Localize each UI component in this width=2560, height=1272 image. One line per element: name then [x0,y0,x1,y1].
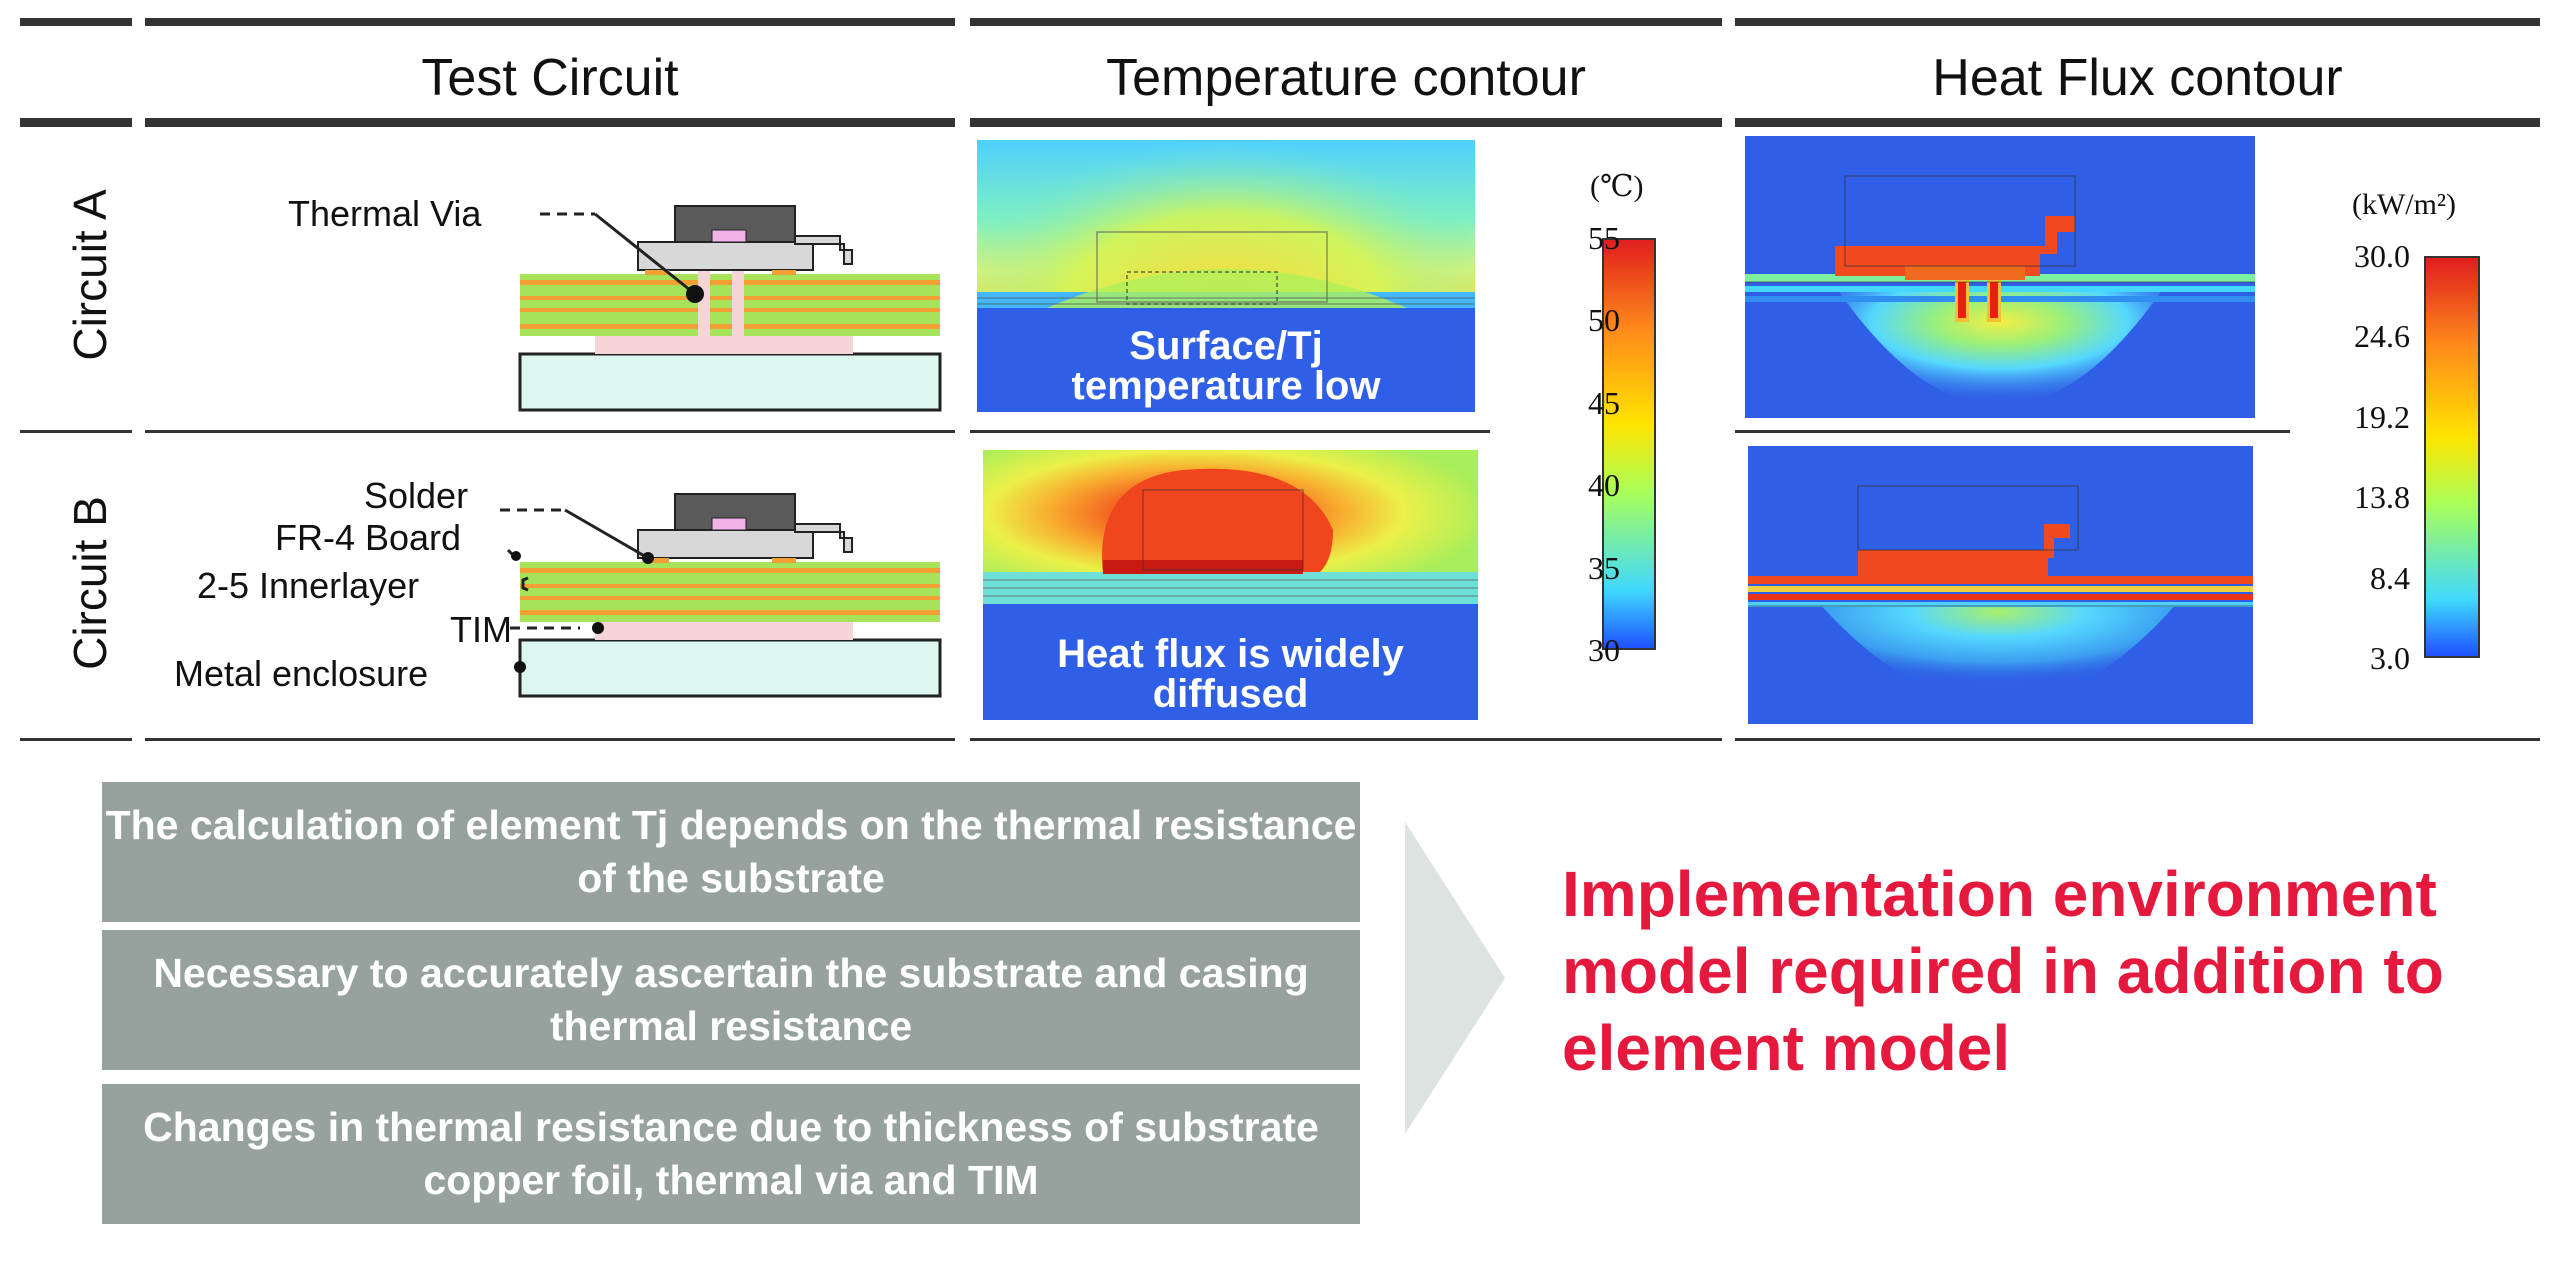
info-box-3: Changes in thermal resistance due to thi… [102,1084,1360,1224]
label-solder: Solder [364,475,469,516]
conclusion-text: Implementation environment model require… [1562,858,2444,1084]
circuit-b-tim [595,622,853,640]
circuit-b-schematic [500,493,942,698]
temp-scale-tick: 30 [1588,632,1620,668]
overlay-temp-b-line1: Heat flux is widely [1057,632,1404,676]
top-rule-2 [970,18,1722,26]
row-sep-1 [145,430,955,433]
bottom-rule-2 [970,738,1722,741]
row-sep-3 [1735,430,2290,433]
circuit-a-die [711,229,747,243]
row-sep-0 [20,430,132,433]
header-rule-1 [145,118,955,127]
temp-scale-tick: 40 [1588,467,1620,504]
circuit-a-via-2 [732,270,744,352]
circuit-b-enclosure [518,638,942,698]
flux-scale-tick: 19.2 [2354,398,2410,435]
overlay-temp-a-line2: temperature low [1071,364,1381,408]
bottom-rule-1 [145,738,955,741]
temperature-contour-b [983,450,1478,720]
bottom-rule-0 [20,738,132,741]
overlay-temp-a-line1: Surface/Tj [1129,324,1323,368]
temp-scale-tick: 45 [1588,384,1620,421]
heat-flux-contour-a [1745,136,2255,418]
info-box-2: Necessary to accurately ascertain the su… [102,930,1360,1070]
circuit-a-via-1 [698,270,710,352]
flux-scale-tick: 8.4 [2370,559,2410,596]
bottom-rule-3 [1735,738,2540,741]
flux-colorbar [2424,256,2480,658]
temp-scale-unit: (℃) [1590,170,1644,203]
label-thermal-via: Thermal Via [288,193,482,234]
header-test-circuit: Test Circuit [421,49,679,107]
top-rule-0 [20,18,132,26]
header-rule-2 [970,118,1722,127]
header-heat-flux: Heat Flux contour [1932,49,2343,107]
header-temperature: Temperature contour [1106,49,1586,107]
label-innerlayer: 2-5 Innerlayer [197,565,420,606]
flux-scale-unit: (kW/m²) [2352,188,2456,221]
flux-scale-tick: 30.0 [2354,238,2410,274]
row-sep-2 [970,430,1490,433]
top-rule-1 [145,18,955,26]
header-rule-3 [1735,118,2540,127]
temp-scale-tick: 35 [1588,549,1620,586]
heat-flux-contour-b [1748,446,2253,724]
label-metal-enclosure: Metal enclosure [174,653,429,694]
overlay-temp-b: Heat flux is widely diffused [983,634,1478,714]
temp-scale-tick: 55 [1588,220,1620,256]
row-label-circuit-b: Circuit B [64,496,116,670]
flux-scale-tick: 13.8 [2354,479,2410,516]
top-rule-3 [1735,18,2540,26]
circuit-b-die [711,517,747,531]
header-rule-0 [20,118,132,127]
temp-scale-tick: 50 [1588,302,1620,339]
temp-colorbar [1602,238,1656,650]
flux-scale-tick: 24.6 [2354,318,2410,355]
circuit-a-enclosure [518,352,942,412]
row-label-circuit-a: Circuit A [64,189,116,361]
overlay-temp-a: Surface/Tj temperature low [977,326,1475,406]
temperature-contour-a [977,140,1475,412]
circuit-a-tim [595,336,853,354]
circuit-a-schematic [518,205,942,412]
info-box-1: The calculation of element Tj depends on… [102,782,1360,922]
label-tim: TIM [450,609,512,650]
overlay-temp-b-line2: diffused [1152,672,1309,716]
flux-scale-tick: 3.0 [2370,640,2410,676]
arrow-right-icon [1405,822,1505,1134]
label-fr4-board: FR-4 Board [275,517,462,558]
